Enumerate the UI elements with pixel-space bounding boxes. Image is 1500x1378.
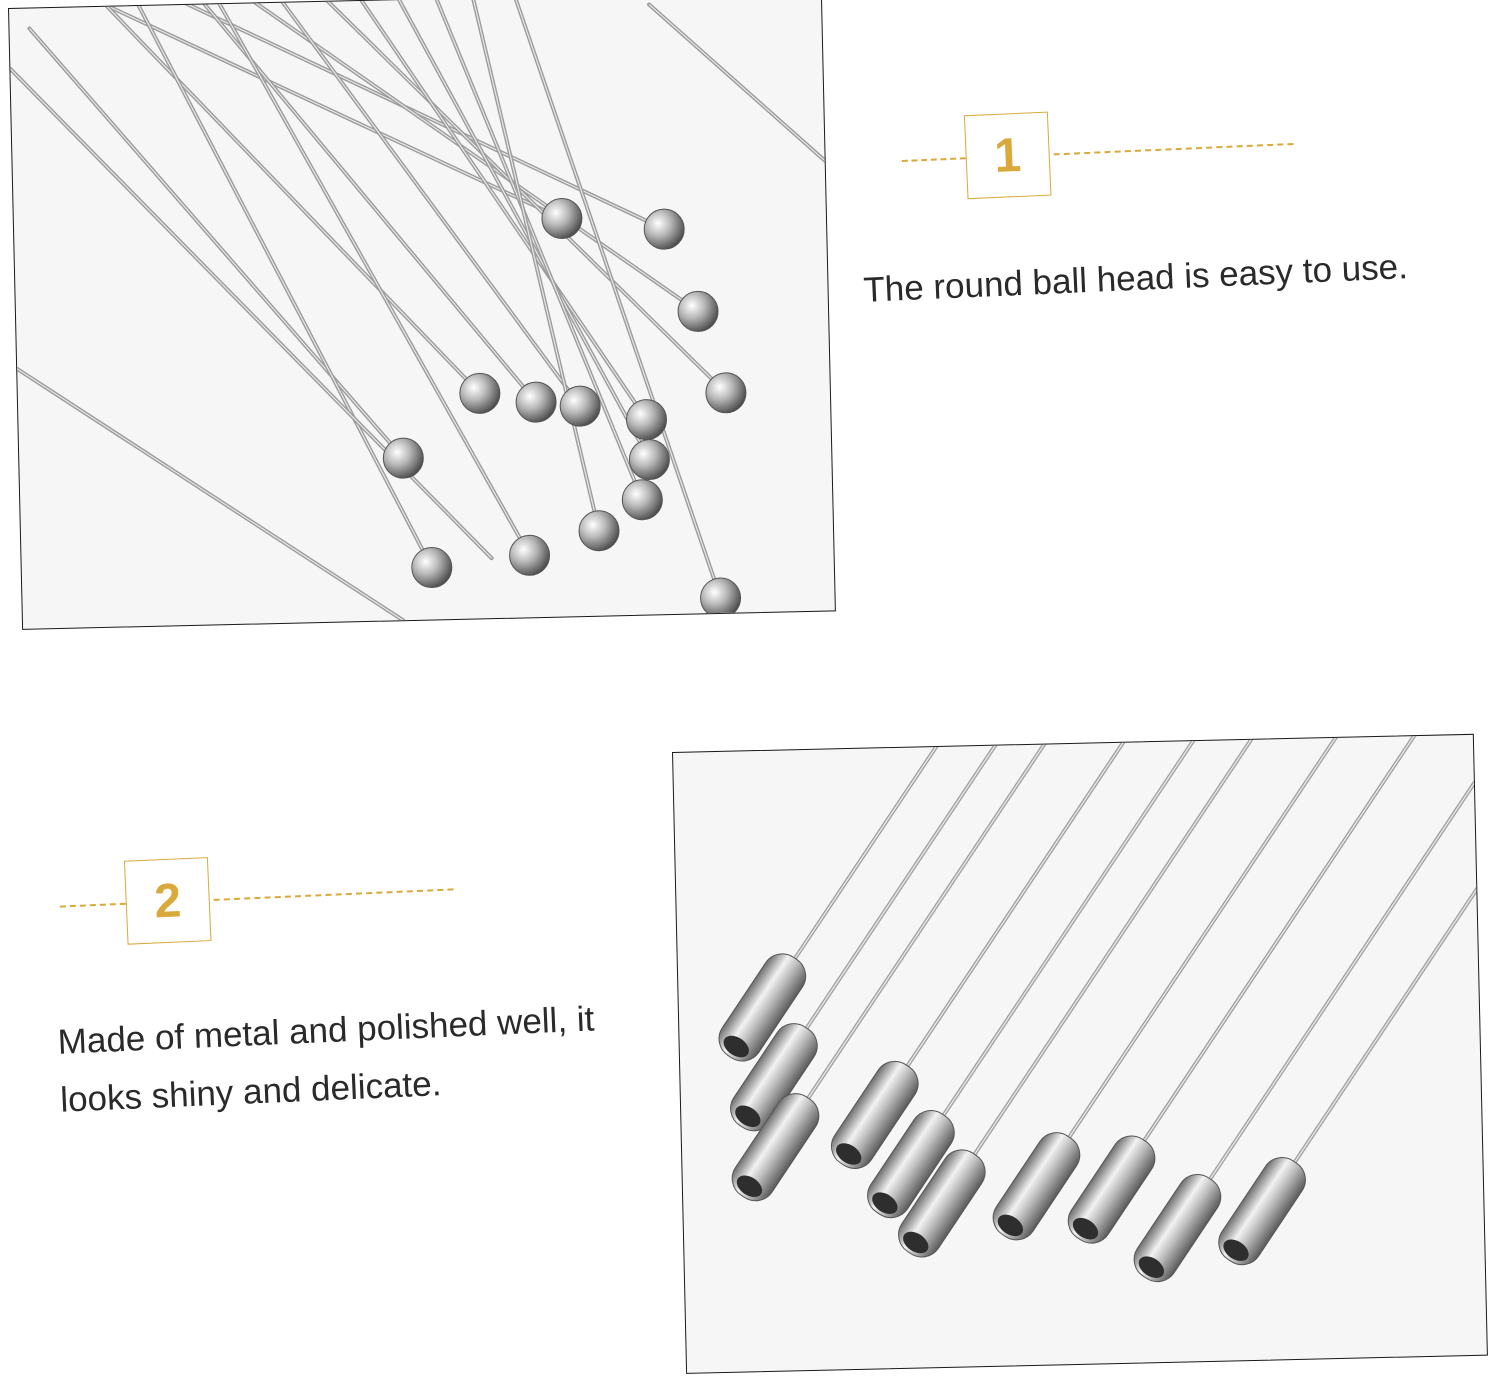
stick-pin-cap xyxy=(1067,1135,1156,1244)
cap-opening xyxy=(903,1231,929,1254)
cap-opening xyxy=(997,1214,1024,1237)
cap-opening xyxy=(1072,1217,1099,1240)
cap-body xyxy=(1067,1135,1156,1244)
pin-wire-highlight xyxy=(29,28,404,459)
pin-wire-highlight xyxy=(9,68,493,559)
stick-pin-cap xyxy=(731,1093,820,1202)
pin-ball-head xyxy=(628,439,670,481)
stick-pin-wire-highlight xyxy=(1013,734,1487,1221)
pin-wire-highlight xyxy=(427,0,643,500)
capped-stick-pins-illustration xyxy=(718,734,1487,1283)
pin-ball-head xyxy=(459,372,501,414)
cap-opening xyxy=(1138,1256,1165,1278)
feature-2-number: 2 xyxy=(123,857,212,945)
pin-wire-highlight xyxy=(68,0,563,220)
stick-pin-wire-highlight xyxy=(1088,734,1487,1224)
stick-pin-cap xyxy=(718,953,807,1062)
cap-body xyxy=(898,1149,986,1258)
marker-dash-left xyxy=(901,157,966,163)
cap-opening xyxy=(836,1143,862,1165)
marker-dash-right xyxy=(1053,142,1294,156)
feature-1-marker: 1 xyxy=(856,94,1459,208)
cap-opening xyxy=(736,1175,763,1198)
pin-wire-highlight xyxy=(347,0,647,420)
cap-body xyxy=(1218,1157,1306,1266)
cap-opening xyxy=(872,1192,898,1214)
stick-pin-wire-highlight xyxy=(887,734,1389,1199)
feature-2-marker: 2 xyxy=(50,837,673,952)
stick-pin-cap xyxy=(992,1132,1081,1241)
pin-ball-head xyxy=(541,197,583,239)
ball-head-pins-illustration xyxy=(9,0,827,623)
pin-ball-head xyxy=(626,399,668,441)
stick-pin-wire-highlight xyxy=(752,734,1253,1182)
pin-wire-highlight xyxy=(648,4,826,161)
cap-opening xyxy=(1223,1239,1249,1262)
stick-pin-cap xyxy=(730,1023,818,1132)
pin-wire-highlight xyxy=(387,0,650,460)
stick-pin-cap xyxy=(898,1149,986,1258)
feature-1-number: 1 xyxy=(963,111,1052,200)
stick-pin-wire-highlight xyxy=(739,734,1240,1042)
cap-opening xyxy=(735,1105,761,1128)
stick-pin-cap xyxy=(867,1110,955,1219)
feature-2-description: Made of metal and polished well, it look… xyxy=(56,999,596,1120)
pin-wire-highlight xyxy=(467,0,600,531)
pin-wire-highlight xyxy=(88,0,481,394)
pin-wire xyxy=(86,0,482,396)
pin-wire-highlight xyxy=(16,368,404,621)
stick-pin-wire xyxy=(737,734,1241,1043)
marker-dash-right xyxy=(213,888,454,901)
stick-pin-wire-highlight xyxy=(1238,734,1487,1246)
pin-wire-highlight xyxy=(207,0,531,556)
pin-ball-head xyxy=(509,534,551,576)
ball-head-pins-photo xyxy=(8,0,836,630)
stick-pin-wire-highlight xyxy=(918,734,1419,1238)
pin-ball-head xyxy=(705,372,747,414)
cap-body xyxy=(1133,1174,1222,1283)
pin-wire-highlight xyxy=(268,0,581,407)
feature-1-description: The round ball head is easy to use. xyxy=(862,247,1409,310)
pin-wire xyxy=(466,0,602,533)
stick-pin-wire-highlight xyxy=(1154,734,1487,1263)
cap-body xyxy=(731,1093,820,1202)
capped-stick-pins-photo xyxy=(672,733,1488,1374)
stick-pin-cap xyxy=(830,1060,919,1169)
pin-wire-highlight xyxy=(128,0,433,568)
cap-body xyxy=(718,953,807,1062)
pin-ball-head xyxy=(578,510,620,552)
marker-dash-left xyxy=(59,902,126,908)
pin-ball-head xyxy=(700,577,742,619)
pin-wire-highlight xyxy=(507,0,722,599)
pin-ball-head xyxy=(643,208,685,250)
cap-body xyxy=(830,1060,919,1169)
cap-body xyxy=(992,1132,1081,1241)
cap-body xyxy=(867,1110,955,1219)
pin-ball-head xyxy=(382,437,424,479)
cap-body xyxy=(730,1023,818,1132)
stick-pin-cap xyxy=(1218,1157,1306,1266)
pin-ball-head xyxy=(677,290,719,332)
stick-pin-wire-highlight xyxy=(851,734,1352,1150)
pin-ball-head xyxy=(411,547,453,589)
pin-ball-head xyxy=(559,385,601,427)
pin-ball-head xyxy=(621,479,663,521)
pin-wire xyxy=(66,0,564,221)
stick-pin-wire xyxy=(1237,734,1487,1247)
pin-wire xyxy=(226,0,701,314)
cap-opening xyxy=(723,1035,749,1058)
pin-ball-head xyxy=(515,381,557,423)
stick-pin-cap xyxy=(1133,1174,1222,1283)
feature-2: 2 Made of metal and polished well, it lo… xyxy=(50,837,681,1130)
pin-wire-highlight xyxy=(228,0,699,312)
feature-1: 1 The round ball head is easy to use. xyxy=(856,94,1464,320)
